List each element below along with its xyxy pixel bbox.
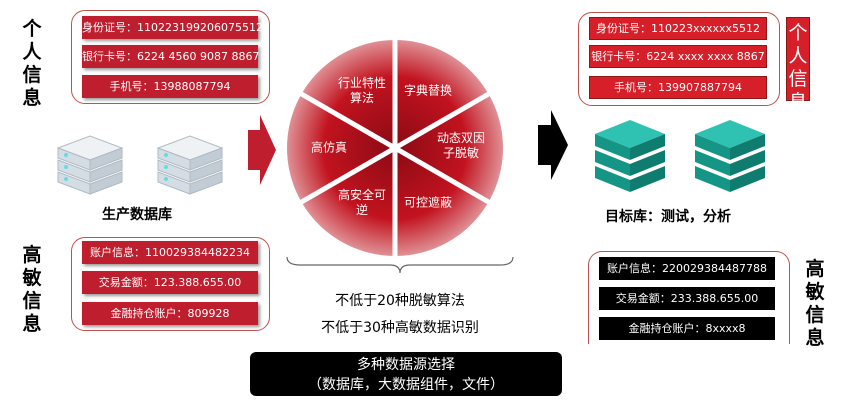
- account-info-field: 账户信息：110029384482234: [82, 241, 258, 264]
- right-personal-group: 身份证号：110223xxxxxx5512 银行卡号：6224 xxxx xxx…: [578, 12, 780, 106]
- wheel-divider: [299, 91, 397, 151]
- right-sensitive-group: 账户信息：220029384487788 交易金额：233.388.655.00…: [588, 251, 790, 344]
- masked-holding-account-field: 金融持仓账户：8xxxx8: [599, 317, 775, 340]
- id-number-field: 身份证号：110223199206075512: [82, 16, 263, 39]
- algorithm-count-text: 不低于20种脱敏算法: [335, 293, 465, 309]
- masked-bank-card-field: 银行卡号：6224 xxxx xxxx 8867: [589, 45, 767, 68]
- wheel-label-dynamic-two-factor: 动态双因子脱敏: [436, 131, 485, 160]
- wheel-label-dictionary-replace: 字典替换: [403, 83, 452, 98]
- data-source-subtitle: （数据库，大数据组件，文件）: [308, 377, 504, 393]
- holding-account-field: 金融持仓账户：809928: [82, 302, 258, 325]
- wheel-divider: [299, 145, 397, 205]
- wheel-label-industry-algorithm: 行业特性算法: [337, 76, 386, 105]
- left-sensitive-group: 账户信息：110029384482234 交易金额：123.388.655.00…: [71, 237, 270, 331]
- wheel-label-controlled-masking: 可控遮蔽: [403, 195, 452, 210]
- wheel-label-high-fidelity: 高仿真: [310, 140, 347, 155]
- wheel-divider: [393, 91, 491, 151]
- masked-id-number-field: 身份证号：110223xxxxxx5512: [589, 17, 767, 40]
- wheel-label-secure-reversible: 高安全可逆: [337, 188, 386, 217]
- personal-info-label: 个人信息: [22, 18, 42, 109]
- right-personal-info-label: 个人信息: [786, 17, 810, 113]
- data-source-title: 多种数据源选择: [357, 357, 455, 373]
- production-db-server-icon: [56, 135, 223, 195]
- production-db-label: 生产数据库: [102, 207, 172, 223]
- target-db-server-icon: [595, 120, 765, 192]
- detection-count-text: 不低于30种高敏数据识别: [321, 320, 479, 336]
- masked-phone-field: 手机号：139907887794: [589, 76, 767, 99]
- data-source-panel: 多种数据源选择 （数据库，大数据组件，文件）: [250, 352, 562, 396]
- left-personal-group: 身份证号：110223199206075512 银行卡号：6224 4560 9…: [71, 10, 270, 104]
- right-sensitive-info-label: 高敏信息: [805, 258, 825, 349]
- sensitive-info-label: 高敏信息: [22, 244, 42, 335]
- black-arrow-icon: [538, 110, 568, 180]
- brace-icon: [286, 256, 514, 274]
- wheel-divider: [393, 145, 491, 205]
- masked-account-info-field: 账户信息：220029384487788: [599, 257, 775, 280]
- target-db-label: 目标库：测试，分析: [605, 209, 731, 225]
- phone-field: 手机号：13988087794: [82, 75, 258, 98]
- masking-methods-wheel: [287, 39, 503, 257]
- masked-transaction-amount-field: 交易金额：233.388.655.00: [599, 287, 775, 310]
- red-arrow-icon: [248, 115, 276, 185]
- bank-card-field: 银行卡号：6224 4560 9087 8867: [82, 45, 259, 68]
- transaction-amount-field: 交易金额：123.388.655.00: [82, 271, 258, 294]
